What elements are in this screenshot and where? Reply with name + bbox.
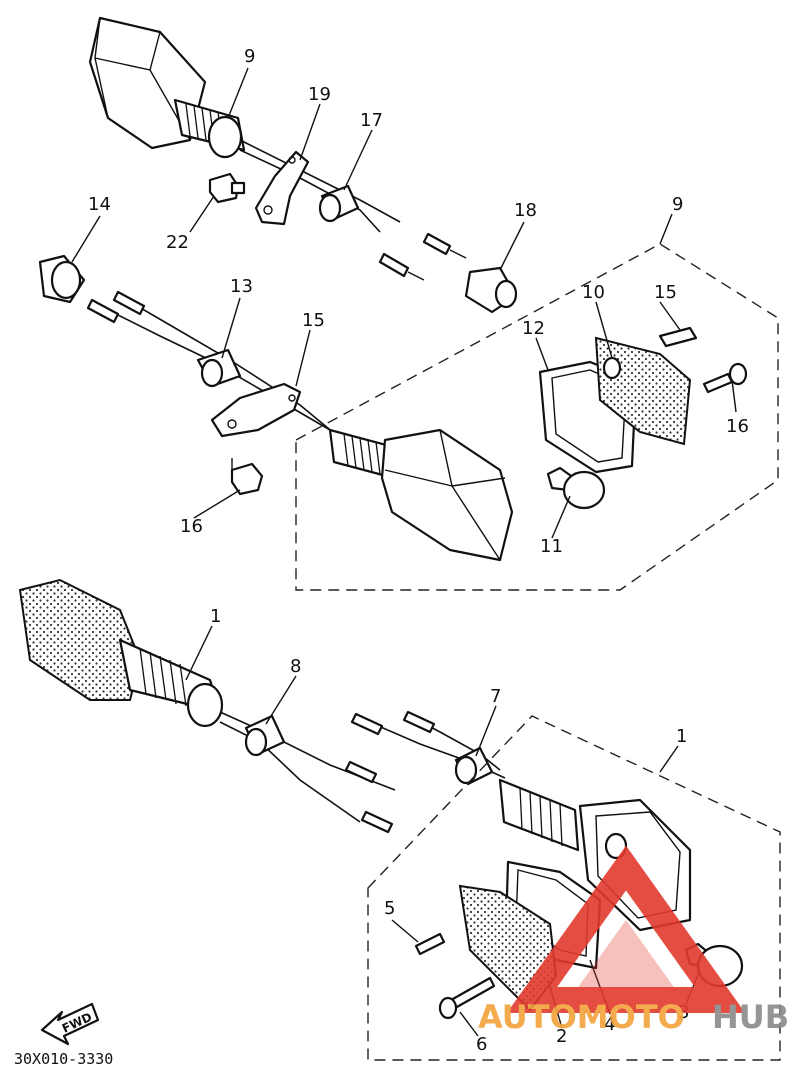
callout-14: 16 [726, 416, 749, 437]
callout-5: 5 [384, 898, 395, 919]
assembly-outline-9 [295, 243, 779, 591]
callout-9-assembly: 9 [672, 194, 683, 215]
callout-12: 12 [522, 318, 545, 339]
grommet-16 [38, 254, 86, 304]
watermark-brand-part-2: HUB [712, 998, 789, 1036]
callout-21: 19 [308, 84, 331, 105]
turn-signal-rear-left [88, 16, 401, 233]
callout-11: 11 [540, 536, 563, 557]
turn-signal-rear-right [86, 290, 514, 562]
bracket-21 [254, 150, 310, 226]
callout-9-top: 9 [244, 46, 255, 67]
callout-7: 7 [490, 686, 501, 707]
turn-signal-front-left [18, 578, 396, 834]
screw-6 [438, 976, 496, 1020]
screw-5 [414, 932, 446, 956]
screw-14 [702, 362, 748, 394]
callout-13: 15 [654, 282, 677, 303]
wire-connectors-top [378, 232, 467, 281]
callout-1-left: 1 [210, 606, 221, 627]
lens-10 [594, 336, 692, 446]
callout-20: 18 [514, 200, 537, 221]
diagram-code: 30X010-3330 [14, 1050, 113, 1068]
callout-22: 22 [166, 232, 189, 253]
callout-16: 14 [88, 194, 111, 215]
callout-6: 6 [476, 1034, 487, 1055]
assembly-outline-1 [367, 715, 781, 1061]
callout-15: 13 [230, 276, 253, 297]
grommet-19 [318, 184, 360, 223]
leader-lines [71, 67, 737, 1037]
callout-4: 4 [604, 1014, 615, 1035]
watermark-brand-part-1: AUTOMOTO [478, 998, 685, 1036]
callout-10: 10 [582, 282, 605, 303]
callout-19: 17 [360, 110, 383, 131]
automotohub-logo: AUTOMOTO HUB [478, 845, 789, 1036]
bulb-11 [546, 466, 606, 510]
callout-2: 2 [556, 1026, 567, 1047]
callout-17: 15 [302, 310, 325, 331]
callout-1-right: 1 [676, 726, 687, 747]
callout-18: 16 [180, 516, 203, 537]
forward-arrow-icon: FWD [40, 1002, 100, 1046]
callout-labels: 9 19 17 22 14 18 9 10 15 12 16 13 15 16 … [88, 46, 749, 1055]
grommet-20 [464, 266, 518, 314]
callout-8: 8 [290, 656, 301, 677]
screw-13 [658, 326, 698, 348]
bolt-22 [208, 172, 246, 204]
